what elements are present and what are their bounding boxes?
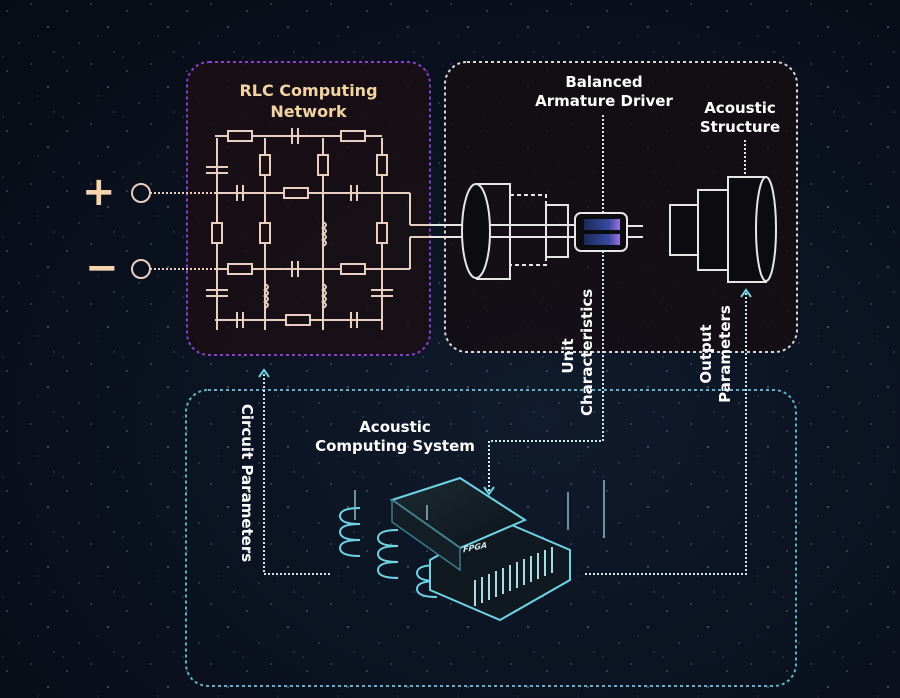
acoustic-computing-system-label: Acoustic Computing System [300, 418, 490, 456]
arrow-up-icon [258, 368, 270, 378]
minus-symbol: − [85, 245, 119, 291]
system-title-line1: Acoustic [359, 418, 431, 436]
balanced-armature-driver-label: Balanced Armature Driver [520, 73, 688, 111]
output-parameters-line1: Output [697, 324, 715, 384]
unit-characteristics-line2: Characteristics [578, 288, 596, 416]
output-parameters-label: Output Parameters [697, 304, 737, 404]
arrow-down-icon [483, 486, 495, 496]
rlc-title-line2: Network [270, 102, 347, 121]
unit-characteristics-label: Unit Characteristics [559, 288, 599, 416]
acoustic-structure-line2: Structure [699, 118, 781, 136]
plus-symbol: + [82, 169, 116, 215]
driver-label-line2: Armature Driver [535, 92, 673, 110]
driver-illustration [430, 176, 777, 283]
unit-characteristics-line1: Unit [559, 338, 577, 374]
balanced-armature-icon [574, 212, 628, 252]
driver-label-line1: Balanced [565, 73, 643, 91]
system-title-line2: Computing System [315, 437, 475, 455]
arrow-up-icon [740, 288, 752, 298]
terminals [131, 183, 215, 279]
acoustic-structure-label: Acoustic Structure [690, 99, 790, 137]
acoustic-structure-line1: Acoustic [704, 99, 776, 117]
speaker-diaphragm-icon [461, 183, 491, 279]
circuit-parameters-label: Circuit Parameters [238, 403, 256, 563]
rlc-title-line1: RLC Computing [239, 81, 378, 100]
driver-box [444, 61, 798, 353]
fpga-chip-illustration [338, 476, 605, 622]
output-parameters-line2: Parameters [716, 305, 734, 403]
acoustic-structure-icon [755, 176, 777, 282]
arrowheads [258, 288, 752, 496]
acoustic-computing-system-box [185, 389, 797, 687]
connector-lines [263, 115, 747, 575]
rlc-title: RLC Computing Network [187, 80, 430, 122]
